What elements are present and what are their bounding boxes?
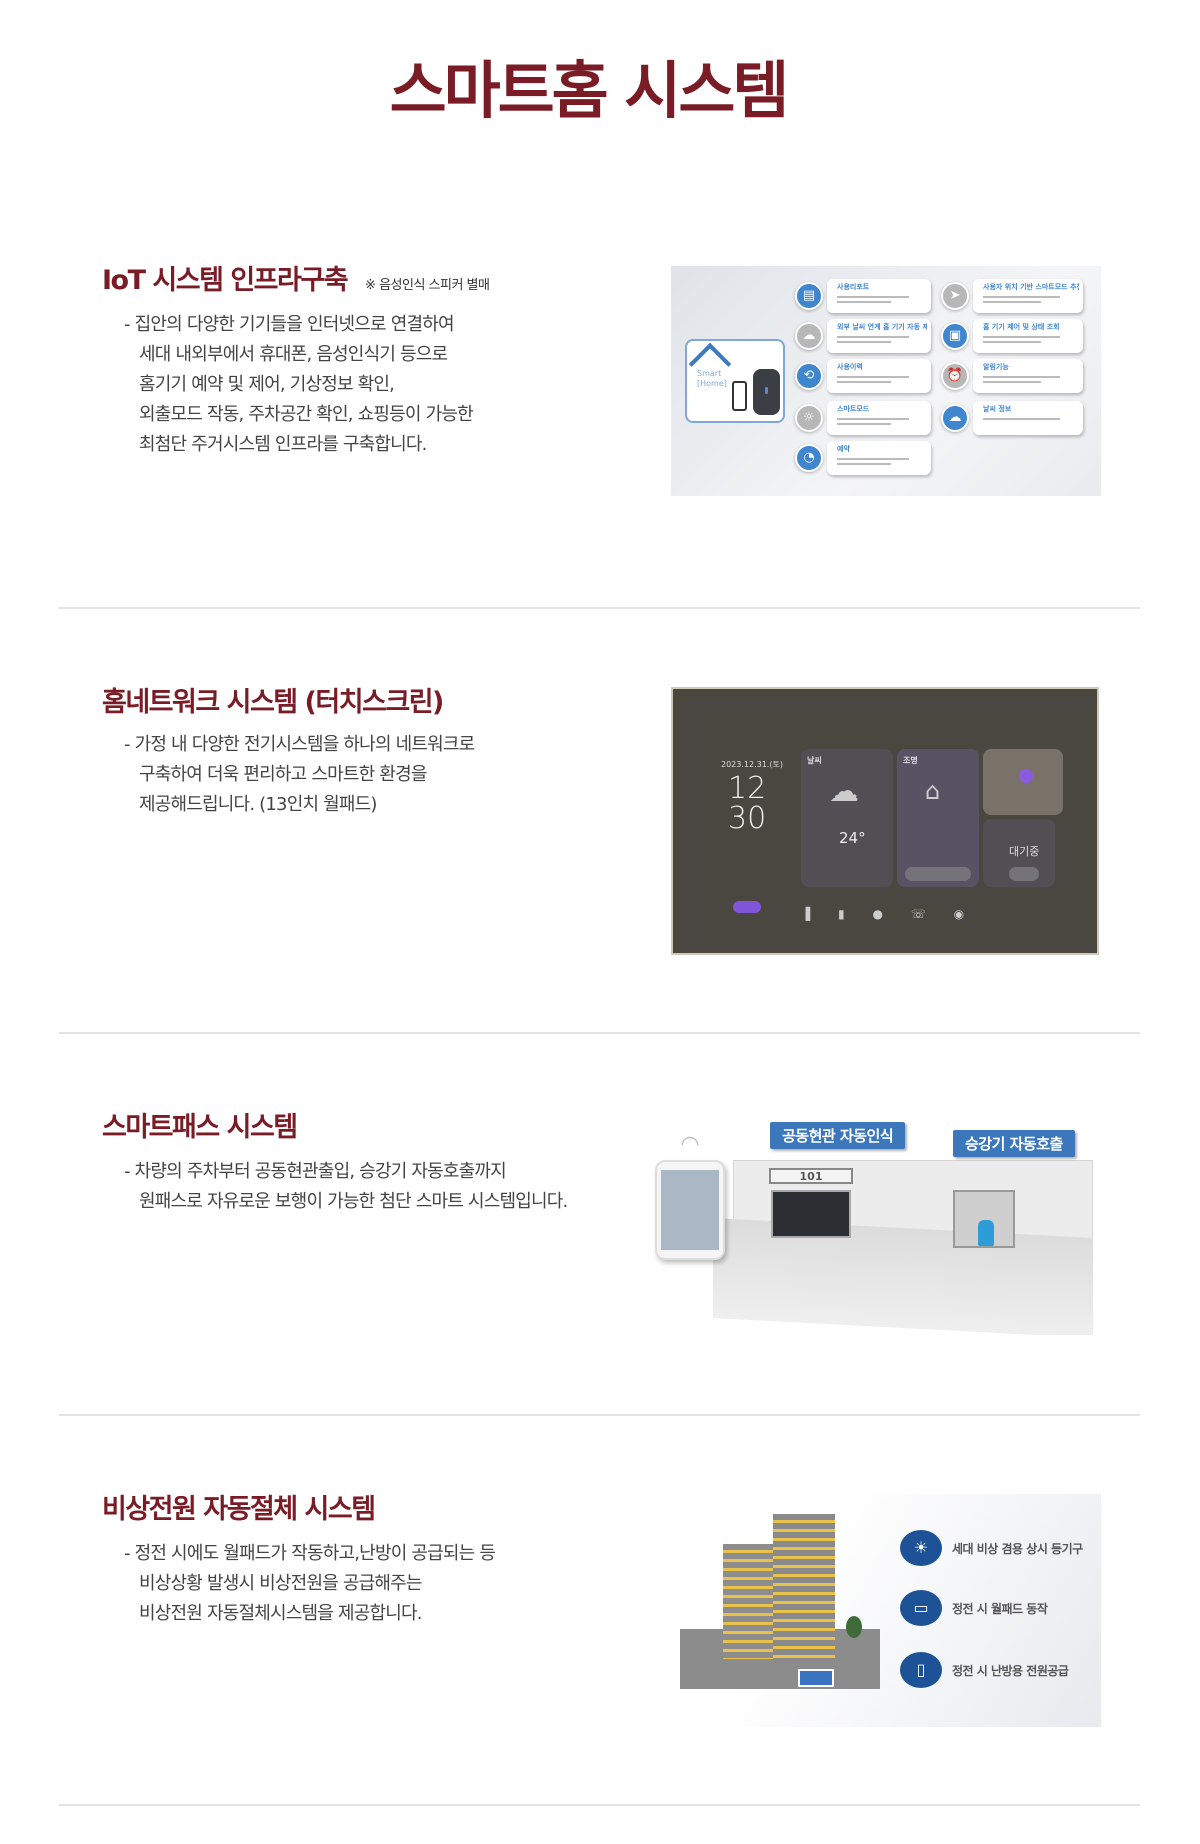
monitor-icon: ▣ — [941, 322, 969, 350]
body-line: 최첨단 주거시스템 인프라를 구축합니다. — [139, 434, 427, 455]
entrance-door — [771, 1190, 851, 1238]
section-heading-smartpass: 스마트패스 시스템 — [102, 1112, 298, 1143]
feature-card: 사용리포트 — [827, 279, 931, 313]
alarm-icon: ⏰ — [941, 362, 969, 390]
body-line: 원패스로 자유로운 보행이 가능한 첨단 스마트 시스템입니다. — [139, 1191, 568, 1212]
camera-panel — [983, 749, 1063, 815]
tree — [846, 1616, 862, 1638]
feature-card: 사용자 위치 기반 스마트모드 추천 — [973, 279, 1083, 313]
battery-icon — [798, 1669, 834, 1687]
history-icon: ⟲ — [795, 362, 823, 390]
wallpad-date: 2023.12.31.(토) — [721, 760, 783, 769]
feature-card: 알림기능 — [973, 359, 1083, 393]
body-line: 비상전원 자동절체시스템을 제공합니다. — [139, 1603, 422, 1624]
person-figure — [978, 1220, 994, 1246]
smartphone — [655, 1160, 725, 1260]
sun-icon: ☼ — [795, 404, 823, 432]
section-body-homenetwork: - 가정 내 다양한 전기시스템을 하나의 네트워크로 구축하여 더욱 편리하고… — [124, 730, 475, 820]
smart-home-label: Smart[Home] — [697, 369, 727, 388]
feature-card: 예약 — [827, 441, 931, 475]
body-line: 구축하여 더욱 편리하고 스마트한 환경을 — [139, 764, 427, 785]
body-line: - 차량의 주차부터 공동현관출입, 승강기 자동호출까지 — [124, 1161, 507, 1182]
feature-card: 홈 기기 제어 및 상태 조회 — [973, 319, 1083, 353]
body-line: 외출모드 작동, 주차공간 확인, 쇼핑등이 가능한 — [139, 404, 474, 425]
floor — [713, 1218, 1093, 1335]
weather-cloud-icon: ☁ — [795, 322, 823, 350]
section-body-smartpass: - 차량의 주차부터 공동현관출입, 승강기 자동호출까지 원패스로 자유로운 … — [124, 1157, 568, 1217]
building-right — [773, 1514, 835, 1664]
wallpad-dock-icons: ▐ ▮ ● ☏ ◉ — [801, 907, 965, 921]
iot-diagram-image: Smart[Home] ▤ 사용리포트 ☁ 외부 날씨 연계 홈 기기 자동 제… — [671, 266, 1101, 496]
body-line: 비상상황 발생시 비상전원을 공급해주는 — [139, 1573, 422, 1594]
section-body-emergency: - 정전 시에도 월패드가 작동하고,난방이 공급되는 등 비상상황 발생시 비… — [124, 1539, 496, 1629]
feature-card: 스마트모드 — [827, 401, 931, 435]
feature-card: 날씨 정보 — [973, 401, 1083, 435]
timer-icon: ◔ — [795, 444, 823, 472]
section-divider — [59, 1804, 1140, 1806]
wallpad-icon: ▭ — [900, 1590, 942, 1626]
body-line: - 가정 내 다양한 전기시스템을 하나의 네트워크로 — [124, 734, 475, 755]
body-line: 세대 내외부에서 휴대폰, 음성인식기 등으로 — [139, 344, 448, 365]
elevator-panel: 대기중 — [983, 819, 1055, 887]
feature-label: 정전 시 난방용 전원공급 — [952, 1664, 1069, 1678]
lamp-icon: ⌂ — [925, 777, 941, 805]
weather-panel: 날씨 ☁ 24° — [801, 749, 893, 887]
weather-cloud-icon: ☁ — [829, 774, 859, 809]
feature-card: 외부 날씨 연계 홈 기기 자동 제어 — [827, 319, 931, 353]
tag-entrance-auto: 공동현관 자동인식 — [770, 1122, 906, 1149]
smartpass-illustration: 101 ◠ 공동현관 자동인식 승강기 자동호출 — [653, 1100, 1100, 1335]
location-icon: ➤ — [941, 282, 969, 310]
wifi-icon: ◠ — [680, 1132, 700, 1157]
feature-label: 세대 비상 겸용 상시 등기구 — [952, 1542, 1083, 1556]
light-fixture-icon: ☀ — [900, 1530, 942, 1566]
section-divider — [59, 1032, 1140, 1034]
section-heading-homenetwork: 홈네트워크 시스템 (터치스크린) — [102, 687, 444, 718]
section-heading-iot: IoT 시스템 인프라구축 ※ 음성인식 스피커 별매 — [102, 258, 490, 297]
wallpad-button — [733, 901, 761, 913]
section-heading-emergency: 비상전원 자동절체 시스템 — [102, 1494, 376, 1525]
lighting-panel: 조명 ⌂ — [897, 749, 979, 887]
tag-elevator-call: 승강기 자동호출 — [953, 1130, 1075, 1157]
cloud-icon: ☁ — [941, 404, 969, 432]
body-line: - 정전 시에도 월패드가 작동하고,난방이 공급되는 등 — [124, 1543, 496, 1564]
body-line: 제공해드립니다. (13인치 월패드) — [139, 794, 377, 815]
page-title: 스마트홈 시스템 — [389, 54, 790, 127]
thermostat-icon: ▯ — [900, 1652, 942, 1688]
feature-label: 정전 시 월패드 동작 — [952, 1602, 1048, 1616]
emergency-power-image: ☀ 세대 비상 겸용 상시 등기구 ▭ 정전 시 월패드 동작 ▯ 정전 시 난… — [678, 1494, 1101, 1727]
section-body-iot: - 집안의 다양한 기기들을 인터넷으로 연결하여 세대 내외부에서 휴대폰, … — [124, 310, 474, 460]
door-number: 101 — [769, 1168, 853, 1184]
report-icon: ▤ — [795, 282, 823, 310]
play-icon — [1019, 769, 1033, 783]
speaker-note: ※ 음성인식 스피커 별매 — [365, 278, 490, 293]
heading-text: IoT 시스템 인프라구축 — [102, 265, 349, 296]
section-divider — [59, 1414, 1140, 1416]
body-line: - 집안의 다양한 기기들을 인터넷으로 연결하여 — [124, 314, 455, 335]
building-left — [723, 1544, 778, 1659]
section-divider — [59, 607, 1140, 609]
phone-icon — [732, 381, 747, 411]
smart-home-box: Smart[Home] — [685, 339, 785, 423]
ai-speaker-icon — [753, 369, 780, 415]
feature-card: 사용이력 — [827, 359, 931, 393]
body-line: 홈기기 예약 및 제어, 기상정보 확인, — [139, 374, 395, 395]
